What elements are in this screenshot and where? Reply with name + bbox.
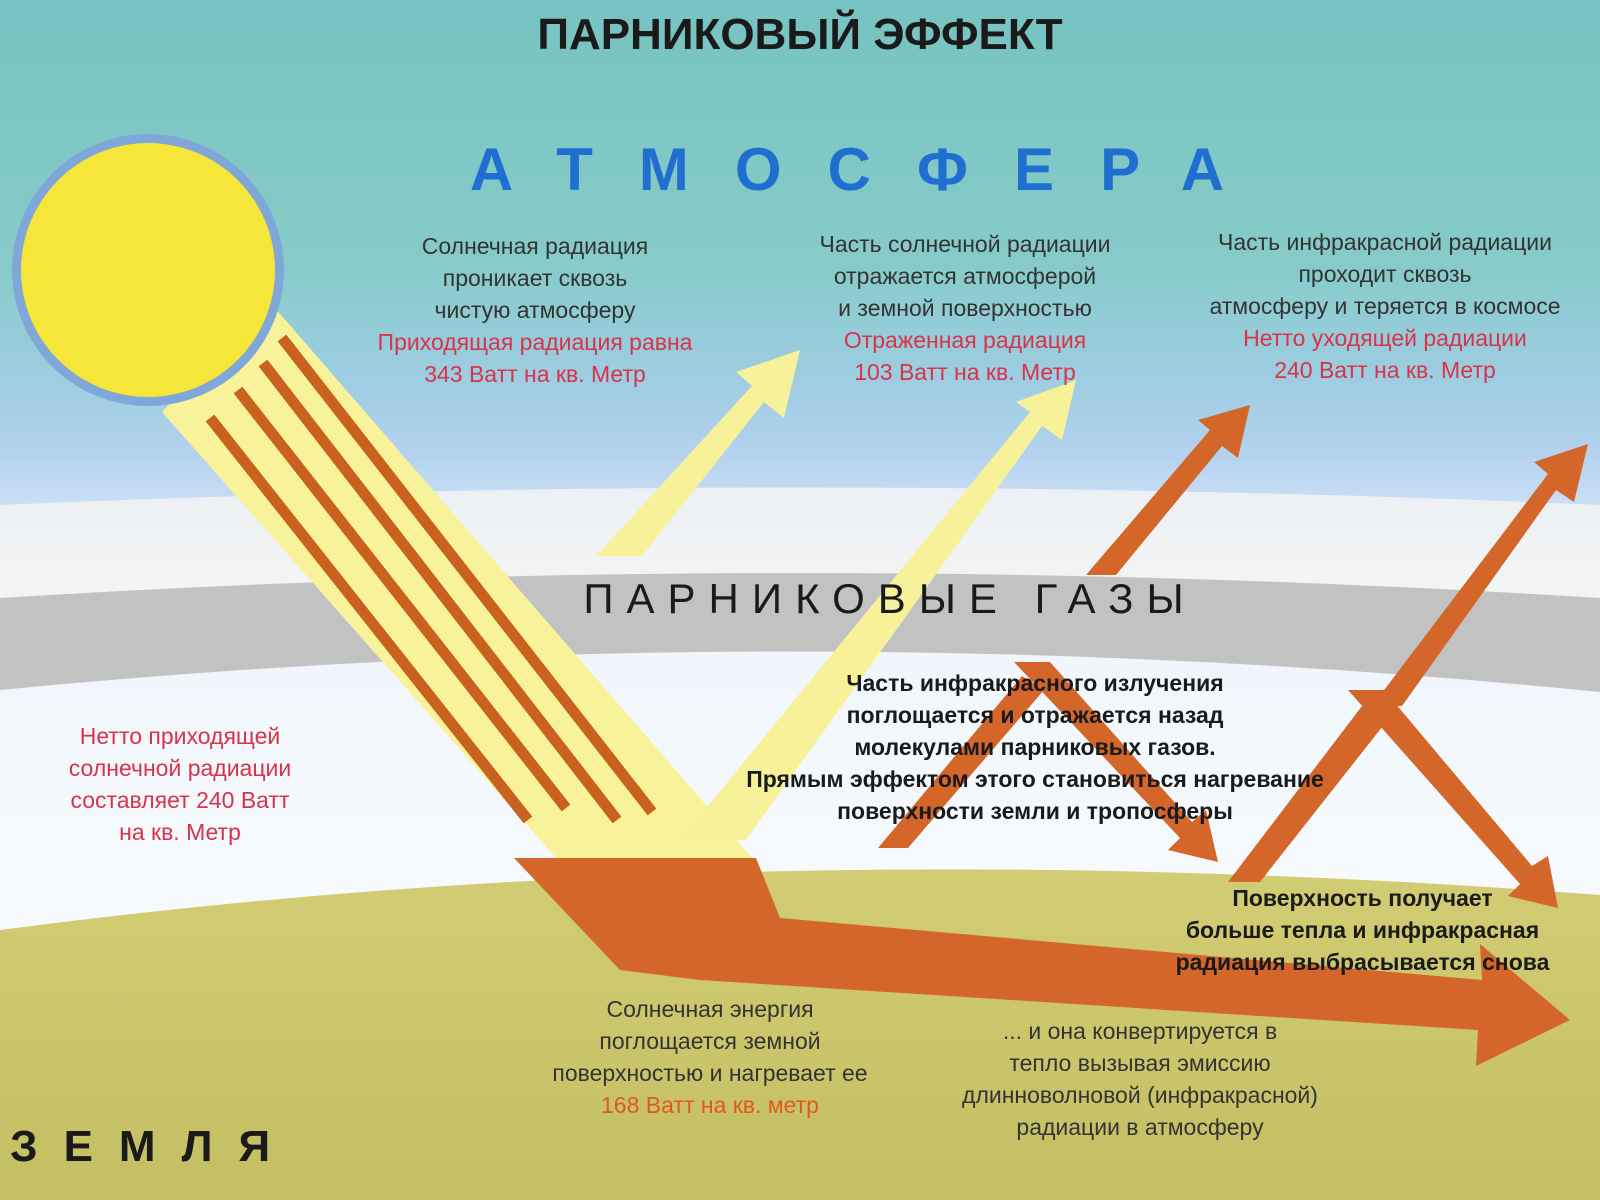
converted-line: тепло вызывая эмиссию — [1009, 1050, 1271, 1076]
surface-gets-text: Поверхность получает больше тепла и инфр… — [1135, 882, 1590, 978]
solar-absorbed-line: Солнечная энергия — [606, 996, 814, 1022]
net-incoming-text: Нетто приходящей солнечной радиации сост… — [20, 720, 340, 848]
earth-label: ЗЕМЛЯ — [10, 1122, 297, 1171]
outgoing-value: Нетто уходящей радиации — [1243, 325, 1527, 351]
ir-escape-arrow-1 — [1086, 405, 1250, 575]
absorbed-ir-line: молекулами парниковых газов. — [854, 734, 1216, 760]
reflected-line: и земной поверхностью — [838, 295, 1092, 321]
outgoing-line: Часть инфракрасной радиации — [1218, 229, 1552, 255]
absorbed-ir-line: поглощается и отражается назад — [846, 702, 1224, 728]
surface-gets-line: радиация выбрасывается снова — [1175, 949, 1550, 975]
reflected-value: Отраженная радиация — [843, 327, 1087, 353]
reflected-line: Часть солнечной радиации — [819, 231, 1111, 257]
solar-absorbed-value: 168 Ватт на кв. метр — [601, 1092, 819, 1118]
outgoing-line: проходит сквозь — [1298, 261, 1472, 287]
outgoing-line: атмосферу и теряется в космосе — [1209, 293, 1561, 319]
ir-bounce-arrows — [878, 444, 1588, 908]
solar-absorbed-line: поглощается земной — [599, 1028, 821, 1054]
incoming-value: 343 Ватт на кв. Метр — [424, 361, 646, 387]
net-incoming-line: составляет 240 Ватт — [70, 787, 290, 813]
converted-line: длинноволновой (инфракрасной) — [962, 1082, 1318, 1108]
outgoing-radiation-text: Часть инфракрасной радиации проходит скв… — [1175, 226, 1595, 386]
net-incoming-line: на кв. Метр — [119, 819, 241, 845]
converted-text: ... и она конвертируется в тепло вызывая… — [930, 1015, 1350, 1143]
reflected-arrow-surface — [680, 380, 1076, 840]
incoming-line: чистую атмосферу — [434, 297, 636, 323]
incoming-radiation-text: Солнечная радиация проникает сквозь чист… — [330, 230, 740, 390]
reflected-arrow-atmosphere — [596, 350, 800, 556]
absorbed-ir-text: Часть инфракрасного излучения поглощаетс… — [670, 667, 1400, 827]
atmosphere-label: АТМОСФЕРА — [469, 136, 1271, 203]
greenhouse-gases-label: ПАРНИКОВЫЕ ГАЗЫ — [583, 575, 1197, 622]
surface-gets-line: больше тепла и инфракрасная — [1185, 917, 1540, 943]
incoming-line: проникает сквозь — [442, 265, 628, 291]
absorbed-energy-arrow — [514, 858, 1570, 1066]
incoming-solar-beam — [162, 300, 752, 858]
absorbed-ir-line: Часть инфракрасного излучения — [846, 670, 1224, 696]
outgoing-value: 240 Ватт на кв. Метр — [1274, 357, 1496, 383]
incoming-value: Приходящая радиация равна — [377, 329, 693, 355]
surface-gets-line: Поверхность получает — [1232, 885, 1493, 911]
net-incoming-line: Нетто приходящей — [79, 723, 281, 749]
net-incoming-line: солнечной радиации — [68, 755, 292, 781]
sun-disk — [21, 143, 275, 397]
solar-absorbed-line: поверхностью и нагревает ее — [552, 1060, 868, 1086]
incoming-line: Солнечная радиация — [421, 233, 649, 259]
absorbed-ir-line: поверхности земли и тропосферы — [837, 798, 1233, 824]
beam-stripes — [205, 334, 657, 824]
reflected-radiation-text: Часть солнечной радиации отражается атмо… — [770, 228, 1160, 388]
converted-line: ... и она конвертируется в — [1002, 1018, 1278, 1044]
solar-absorbed-text: Солнечная энергия поглощается земной пов… — [520, 993, 900, 1121]
page-title: ПАРНИКОВЫЙ ЭФФЕКТ — [537, 10, 1063, 59]
absorbed-ir-line: Прямым эффектом этого становиться нагрев… — [746, 766, 1324, 792]
reflected-value: 103 Ватт на кв. Метр — [854, 359, 1076, 385]
reflected-line: отражается атмосферой — [833, 263, 1097, 289]
earth-ground — [0, 869, 1600, 1200]
converted-line: радиации в атмосферу — [1016, 1114, 1264, 1140]
